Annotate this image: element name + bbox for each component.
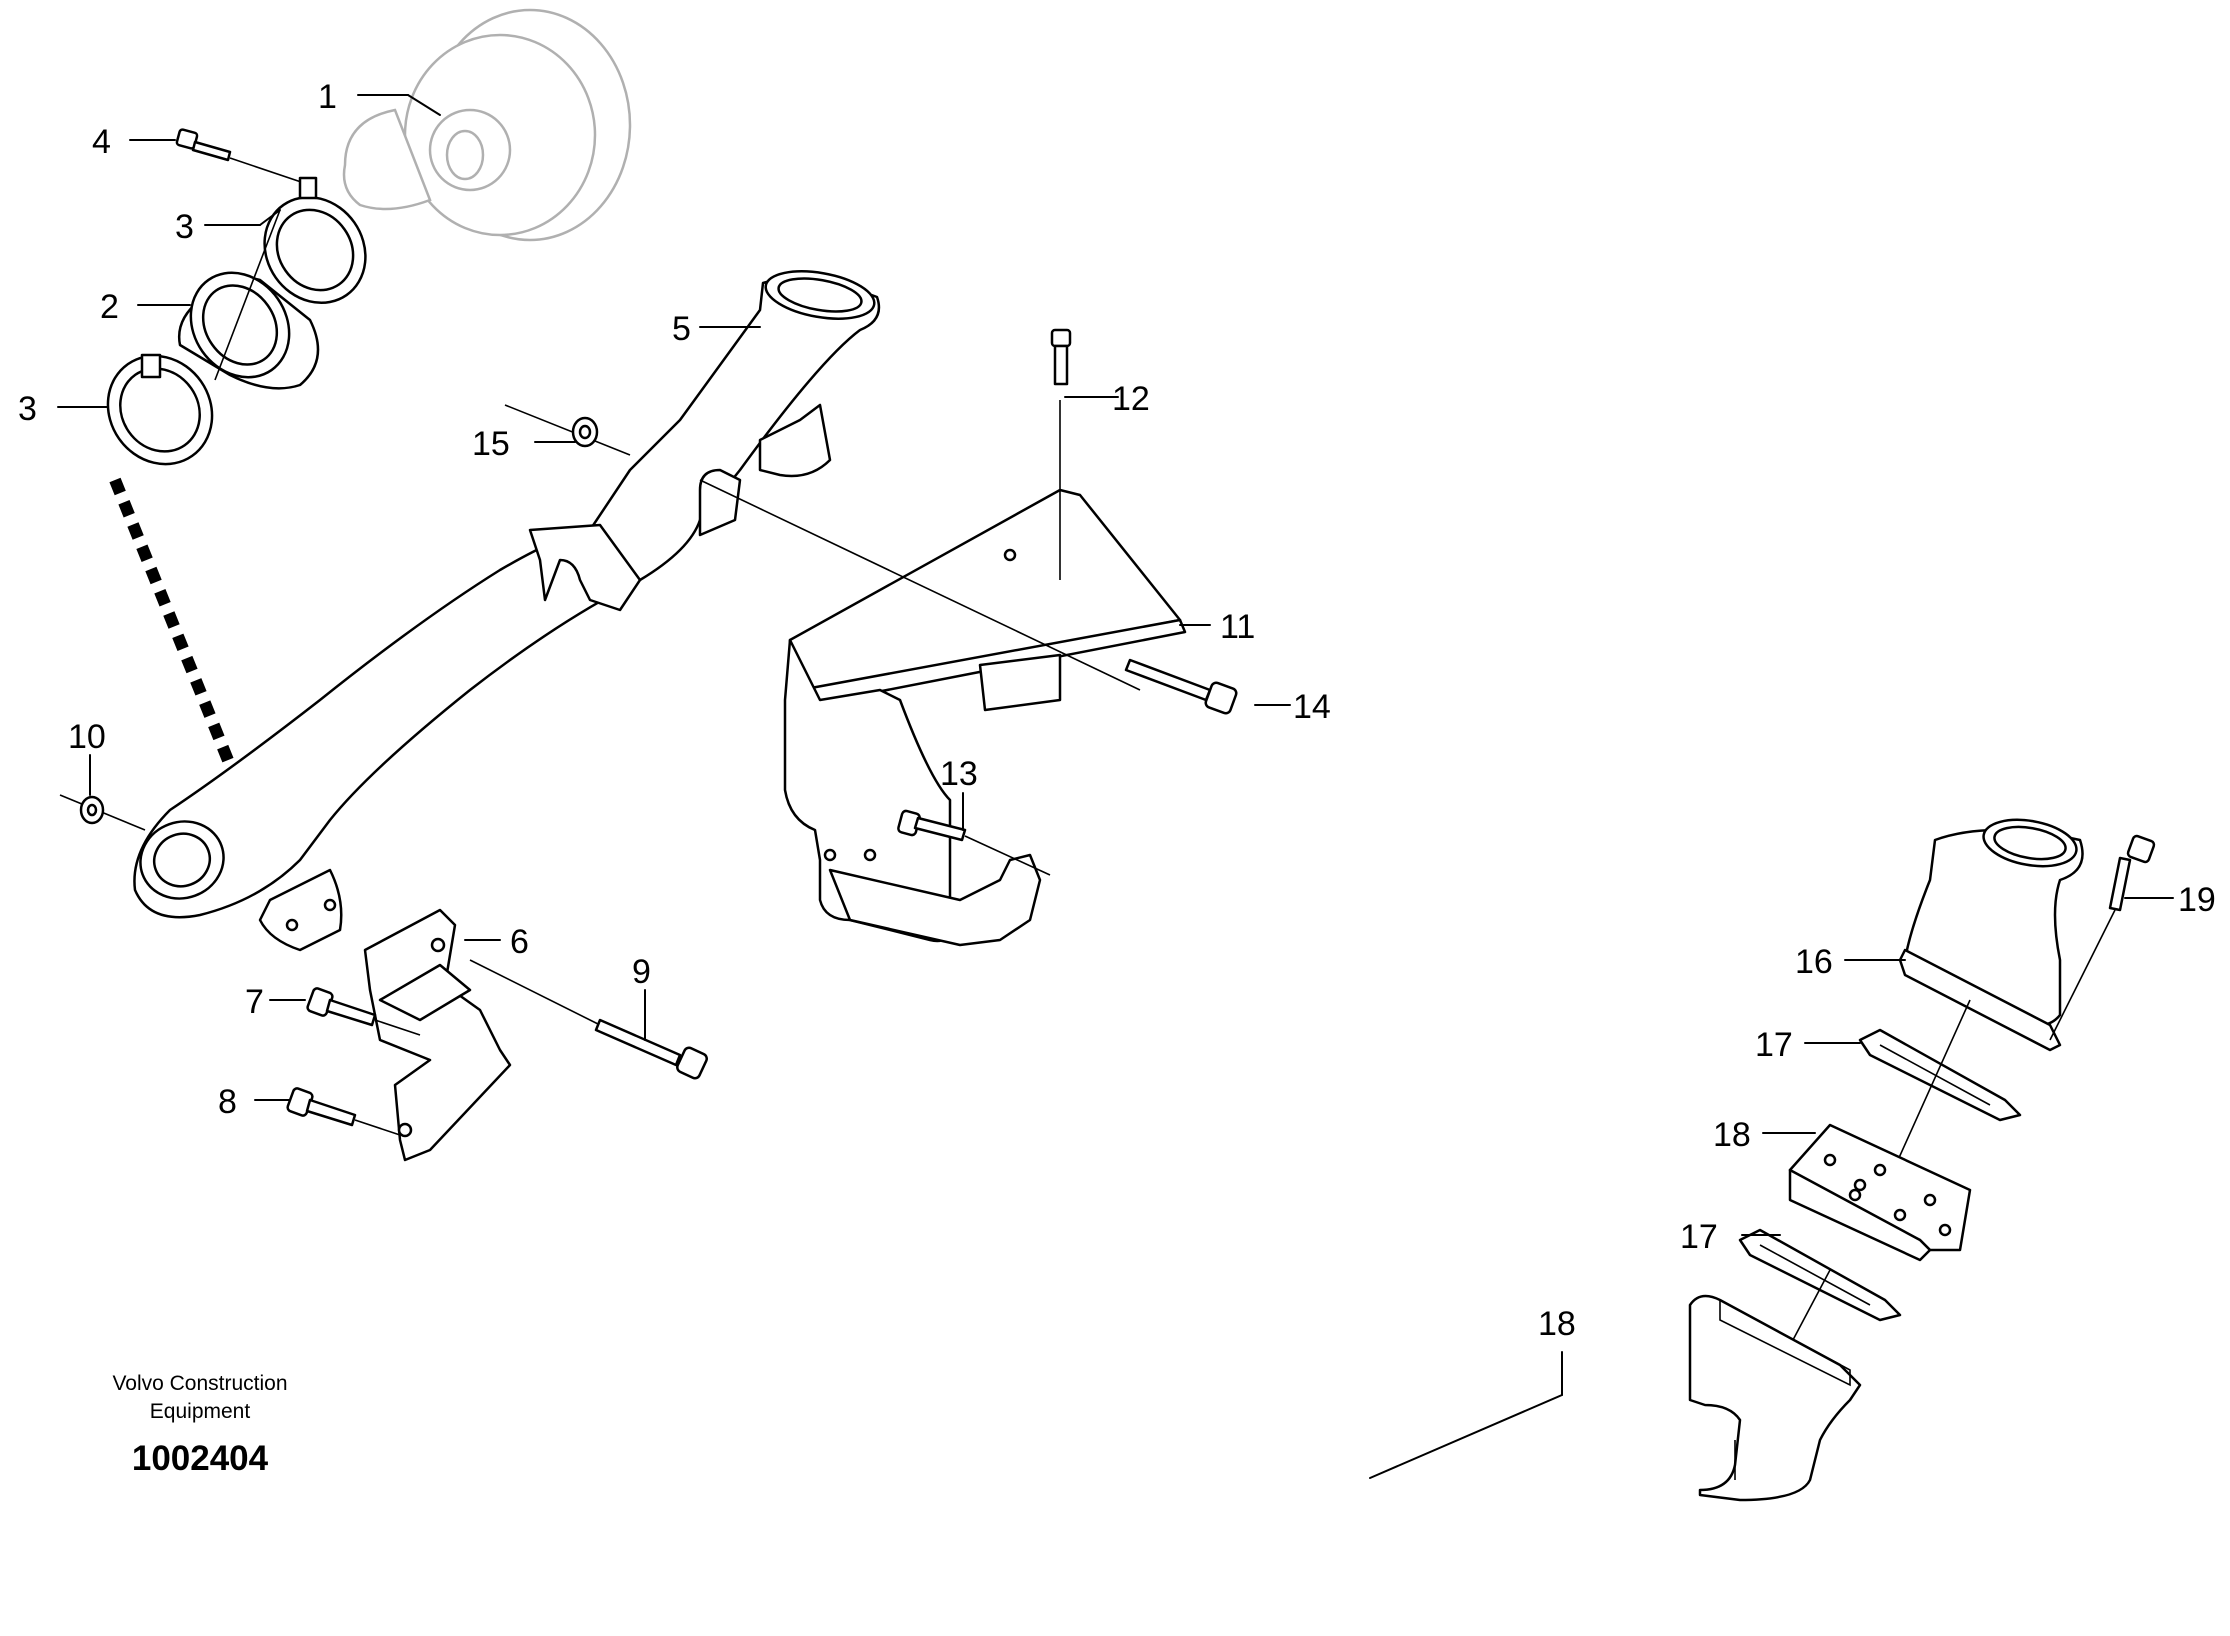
callout-12: 12 [1112, 380, 1150, 418]
callout-17-lower: 17 [1680, 1218, 1718, 1256]
leader-lines [57, 94, 2174, 1479]
clamp-3-lower-part [106, 353, 214, 466]
callout-7: 7 [245, 983, 264, 1021]
bolt-7-part [306, 987, 421, 1036]
title-block: Volvo Construction Equipment 1002404 [112, 1372, 287, 1478]
elbow-16-part [1898, 818, 2084, 1052]
callout-10: 10 [68, 718, 106, 756]
bolt-8-part [286, 1087, 401, 1136]
callout-13: 13 [940, 755, 978, 793]
callout-1: 1 [318, 78, 337, 116]
drawing-number: 1002404 [132, 1439, 269, 1478]
turbocharger-part [342, 8, 632, 242]
callout-11: 11 [1220, 608, 1255, 646]
bolt-9-part [469, 959, 708, 1080]
bolt-12-part [1050, 328, 1072, 386]
callout-2: 2 [100, 288, 119, 326]
callout-4: 4 [92, 123, 111, 161]
washer-15-part [504, 404, 631, 456]
callout-3-lower: 3 [18, 390, 37, 428]
block-18-upper-part [1788, 1123, 1972, 1262]
callout-16: 16 [1795, 943, 1833, 981]
bolt-14-part [1124, 658, 1238, 715]
washer-10-part [59, 794, 146, 831]
clamp-3-upper-part [263, 176, 367, 305]
callout-8: 8 [218, 1083, 237, 1121]
intercooler-18-lower-part [1688, 1294, 1862, 1502]
callout-3-upper: 3 [175, 208, 194, 246]
callout-14: 14 [1293, 688, 1331, 726]
bolt-4-part [175, 128, 311, 186]
company-name-line1: Volvo Construction [112, 1372, 287, 1395]
hose-2-part [177, 209, 320, 390]
callout-9: 9 [632, 953, 651, 991]
callout-6: 6 [510, 923, 529, 961]
bracket-6-part [363, 908, 512, 1162]
bolt-19-part [2049, 834, 2156, 1041]
callout-19: 19 [2178, 881, 2216, 919]
callout-18-upper: 18 [1713, 1116, 1751, 1154]
callout-15: 15 [472, 425, 510, 463]
charge-air-pipe-5-part [133, 270, 881, 952]
callout-17-upper: 17 [1755, 1026, 1793, 1064]
assembly-dashed-line [109, 477, 246, 793]
company-name-line2: Equipment [150, 1400, 251, 1423]
callout-5: 5 [672, 310, 691, 348]
support-bracket-11-part [699, 400, 1187, 947]
bolt-13-part [897, 809, 1051, 876]
callout-18-lower: 18 [1538, 1305, 1576, 1343]
callout-labels: 1 4 3 2 3 5 15 10 12 11 14 13 6 9 7 8 16… [18, 78, 2216, 1343]
